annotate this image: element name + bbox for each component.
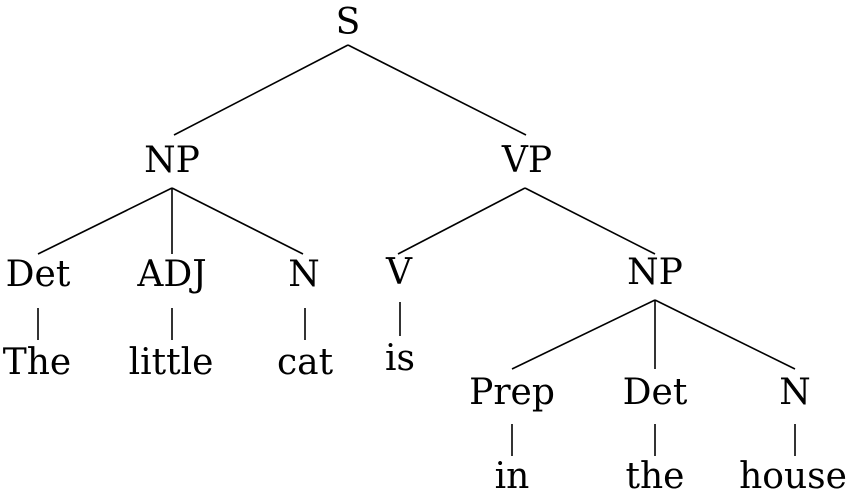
- node-np: NP: [144, 140, 200, 181]
- word-is: is: [385, 338, 415, 379]
- node-det-object: Det: [623, 372, 688, 413]
- node-np-object: NP: [627, 252, 683, 293]
- word-the: The: [3, 342, 72, 383]
- word-little: little: [129, 342, 214, 383]
- word-in: in: [495, 456, 530, 494]
- edge-s-vp: [347, 44, 527, 136]
- word-cat: cat: [277, 342, 334, 383]
- word-the-object: the: [626, 456, 685, 494]
- node-adj: ADJ: [136, 254, 206, 295]
- tree-nodes: S NP VP Det ADJ N V NP Prep Det N: [6, 2, 811, 413]
- tree-words: The little cat is in the house: [3, 338, 847, 494]
- word-house: house: [739, 456, 847, 494]
- node-n: N: [288, 254, 320, 295]
- node-s: S: [336, 2, 361, 43]
- edge-np-n: [171, 187, 304, 255]
- tree-edges: [37, 44, 796, 456]
- node-prep: Prep: [469, 372, 555, 413]
- node-n-object: N: [779, 372, 811, 413]
- edge-np-det: [37, 187, 173, 255]
- edge-vp-np: [524, 187, 656, 255]
- node-det: Det: [6, 254, 71, 295]
- node-v: V: [385, 252, 413, 293]
- edge-np2-prep: [511, 299, 656, 370]
- node-vp: VP: [501, 140, 552, 181]
- edge-s-np: [173, 44, 349, 136]
- edge-np2-n: [654, 299, 796, 370]
- edge-vp-v: [397, 187, 526, 255]
